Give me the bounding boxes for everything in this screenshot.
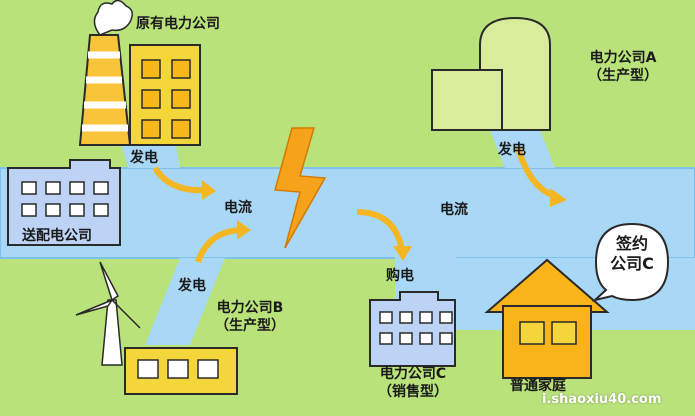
label-company-c-line1: 电力公司C (379, 366, 447, 382)
label-grid-company: 送配电公司 (22, 228, 92, 244)
label-company-b-line1: 电力公司B (216, 300, 284, 316)
label-company-c-line2: （销售型） (378, 383, 448, 400)
company-c-window (379, 332, 393, 345)
company-c-building (369, 291, 456, 367)
company-a-plant (431, 16, 551, 131)
original-company-window (171, 59, 191, 79)
label-generate-a: 发电 (498, 142, 526, 158)
grid-company-window (45, 203, 61, 217)
grid-company-window (45, 181, 61, 195)
company-b-window (167, 359, 189, 379)
label-current-left: 电流 (224, 200, 252, 216)
label-company-a-line2: （生产型） (588, 67, 658, 84)
label-company-c: 电力公司C （销售型） (367, 366, 459, 401)
smoke-cloud (93, 0, 133, 36)
label-generate-original: 发电 (130, 150, 158, 166)
river-main (0, 167, 695, 259)
original-company-window (171, 89, 191, 109)
grid-company-window (21, 203, 37, 217)
windmill-blade-2 (75, 298, 114, 316)
arrow-river-to-c (356, 209, 405, 251)
river-branch-a (490, 130, 555, 168)
label-company-b-line2: （生产型） (215, 317, 285, 334)
river-branch-original (120, 140, 180, 168)
house-window-right (551, 321, 577, 345)
company-c-window (439, 311, 453, 324)
label-company-a-line1: 电力公司A (589, 50, 657, 66)
original-company-window (171, 119, 191, 139)
watermark-text: i.shaoxiu40.com (542, 392, 662, 407)
grid-company-window (69, 181, 85, 195)
house-body (502, 305, 592, 379)
company-b-window (137, 359, 159, 379)
company-c-window (439, 332, 453, 345)
label-company-b: 电力公司B （生产型） (204, 300, 296, 335)
original-company-window (141, 119, 161, 139)
lightning-bolt-icon (274, 127, 327, 249)
company-c-window (419, 311, 433, 324)
label-generate-b: 发电 (178, 278, 206, 294)
company-a-building (431, 69, 503, 131)
household-house (484, 258, 610, 379)
arrow-b-to-river (195, 227, 241, 264)
company-c-window (379, 311, 393, 324)
arrow-original-to-river (152, 166, 206, 194)
label-household: 普通家庭 (510, 378, 566, 394)
flow-arrows (152, 147, 567, 264)
company-b-window (197, 359, 219, 379)
label-contract-line1: 签约 (615, 234, 648, 253)
original-company-window (141, 59, 161, 79)
windmill-blade-1 (99, 261, 119, 302)
windmill-blade-3 (111, 299, 141, 329)
grid-company-window (93, 181, 109, 195)
grid-company-window (69, 203, 85, 217)
company-c-window (419, 332, 433, 345)
house-window-left (519, 321, 545, 345)
grid-company-window (21, 181, 37, 195)
label-contract-bubble: 签约 公司C (600, 234, 664, 274)
label-company-a: 电力公司A （生产型） (568, 50, 678, 85)
label-original-company: 原有电力公司 (136, 16, 220, 32)
company-c-window (399, 332, 413, 345)
original-company-window (141, 89, 161, 109)
label-contract-line2: 公司C (610, 254, 654, 273)
contract-bubble (591, 222, 670, 302)
label-current-right: 电流 (440, 202, 468, 218)
river-branch-b (145, 258, 225, 345)
company-c-window (399, 311, 413, 324)
grid-company-window (93, 203, 109, 217)
label-purchase: 购电 (386, 268, 414, 284)
